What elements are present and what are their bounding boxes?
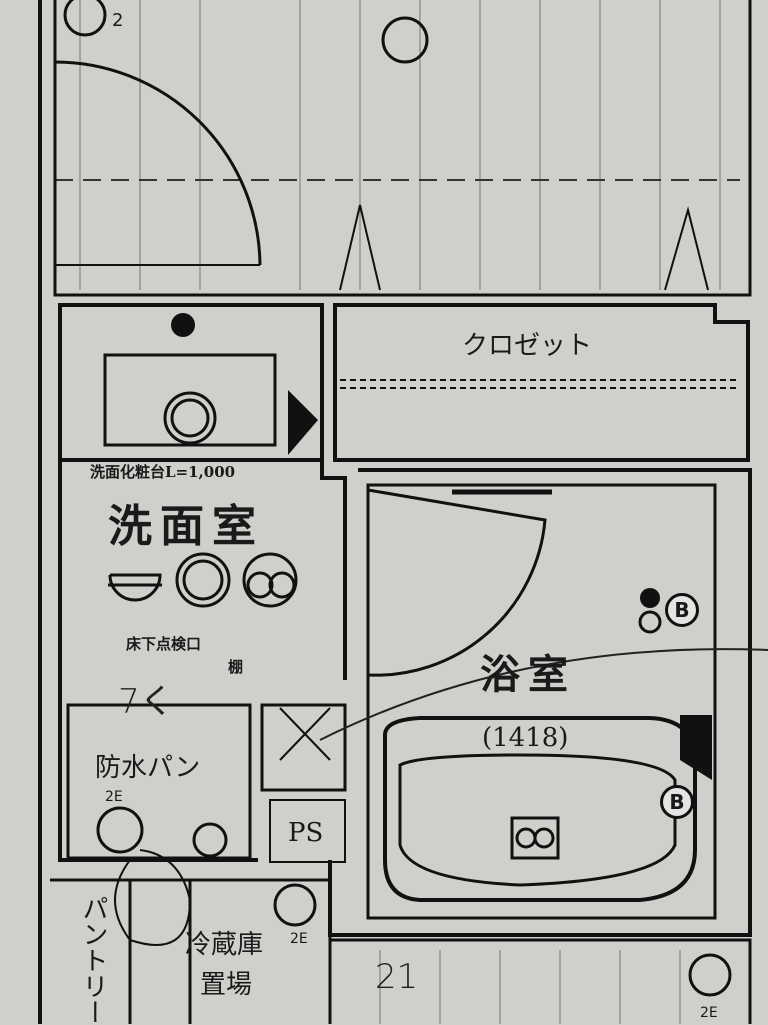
pipe-space-label: PS — [288, 818, 324, 848]
washroom-label: 洗面室 — [108, 501, 264, 552]
pantry-label: パントリー — [78, 895, 108, 1025]
fridge-place-label: 置場 — [200, 970, 253, 1000]
fridge-label: 冷蔵庫 — [185, 930, 264, 960]
outlet-2e-label: 2E — [105, 789, 123, 805]
room-number-label: 2 — [112, 10, 124, 31]
handwritten-note: 7く — [118, 682, 174, 722]
outlet-2e-label: 2E — [700, 1005, 718, 1021]
handwritten-note: 21 — [375, 957, 419, 997]
vanity-note: 洗面化粧台L=1,000 — [90, 463, 236, 481]
outlet-2e-label: 2E — [290, 931, 308, 947]
closet-label: クロゼット — [462, 331, 593, 361]
bath-size-label: (1418) — [482, 723, 569, 753]
shelf-label: 棚 — [228, 658, 244, 676]
waterproof-pan-label: 防水パン — [95, 753, 201, 783]
floor-hatch-label: 床下点検口 — [126, 635, 202, 653]
b-badge: B — [665, 593, 699, 627]
b-badge: B — [660, 785, 694, 819]
bathroom-label: 浴室 — [480, 651, 576, 698]
